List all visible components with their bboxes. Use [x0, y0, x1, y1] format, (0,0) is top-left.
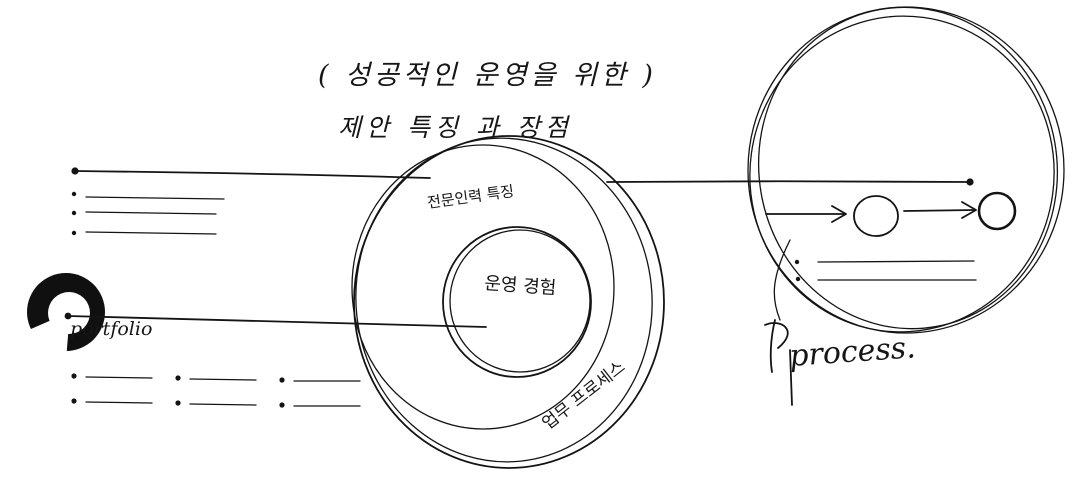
- outer-ring-stroke: [355, 137, 653, 463]
- bullet-dot: [71, 191, 77, 197]
- process-node: [853, 195, 899, 237]
- middle-ring: [351, 144, 615, 430]
- process-label: process.: [788, 330, 917, 374]
- bullet-dot: [71, 210, 77, 216]
- flow-arrow: [903, 209, 976, 212]
- bullet-grid-bottom: [71, 373, 361, 408]
- bullet-list-top: [71, 167, 431, 236]
- header-annotation: ( 성공적인 운영을 위한 ): [318, 60, 657, 91]
- outer-ring: [353, 135, 665, 469]
- pointer-stroke: [773, 239, 791, 321]
- connector-line: [74, 170, 431, 179]
- inner-circle: [442, 226, 592, 378]
- bullet-line: [85, 231, 217, 235]
- bullet-line: [85, 211, 217, 215]
- process-node: [977, 191, 1017, 231]
- middle-ring-label: 전문인력 특징: [426, 182, 515, 212]
- inner-circle-stroke: [449, 229, 591, 373]
- connector-line: [67, 315, 487, 328]
- process-circle: [747, 6, 1065, 334]
- portfolio-ring: [24, 273, 487, 360]
- connector-line: [606, 180, 971, 183]
- bullet-line: [85, 196, 225, 200]
- subheader-annotation: 제안 특징 과 장점: [338, 113, 573, 142]
- inner-circle-label: 운영 경험: [484, 273, 557, 299]
- portfolio-label: portfolio: [70, 318, 152, 340]
- concentric-circles: [351, 135, 665, 469]
- process-annotation: process.: [764, 319, 917, 406]
- process-glyph: [764, 319, 789, 373]
- process-flow: [765, 191, 1017, 321]
- bullet-dot: [71, 230, 77, 236]
